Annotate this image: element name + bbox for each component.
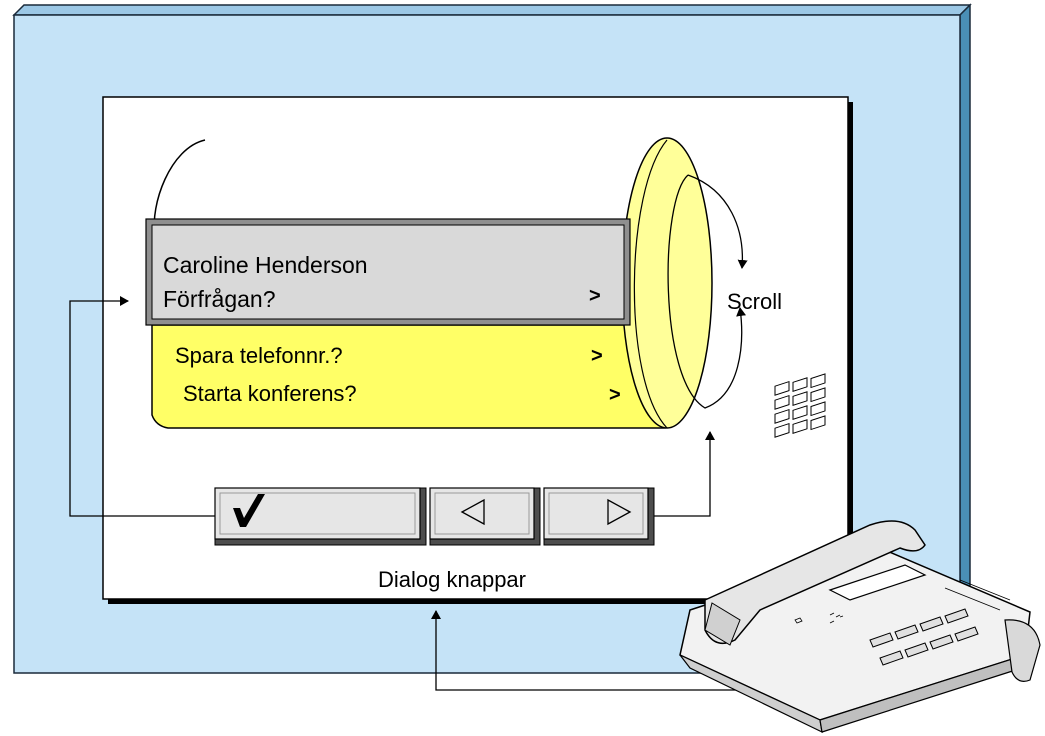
checkmark-icon xyxy=(233,494,265,527)
menu-item-arrow: > xyxy=(609,384,621,406)
scroll-cylinder xyxy=(151,137,748,429)
triangle-left-icon xyxy=(460,498,485,526)
menu-item-arrow: > xyxy=(591,345,603,367)
selected-entry-prompt: Förfrågan? xyxy=(163,286,276,312)
scroll-left-button[interactable] xyxy=(430,488,534,539)
phone-connector xyxy=(431,610,750,691)
ok-button[interactable] xyxy=(215,488,420,539)
dialog-keys-label: Dialog knappar xyxy=(378,567,526,592)
scroll-label: Scroll xyxy=(727,289,783,314)
selected-entry-arrow: > xyxy=(589,285,601,307)
menu-item-label: Starta konferens? xyxy=(183,381,357,406)
ok-connector xyxy=(69,296,215,517)
left-key-shape xyxy=(429,487,541,546)
triangle-right-icon xyxy=(607,498,632,526)
scroll-connector xyxy=(652,431,715,517)
scroll-right-button[interactable] xyxy=(544,488,648,539)
selected-bar xyxy=(145,218,631,326)
right-key-shape xyxy=(543,487,655,546)
menu-item-label: Spara telefonnr.? xyxy=(175,343,343,368)
dialog-keys xyxy=(214,487,655,546)
selected-entry-name: Caroline Henderson xyxy=(163,252,368,278)
desk-telephone-icon xyxy=(679,373,1041,734)
